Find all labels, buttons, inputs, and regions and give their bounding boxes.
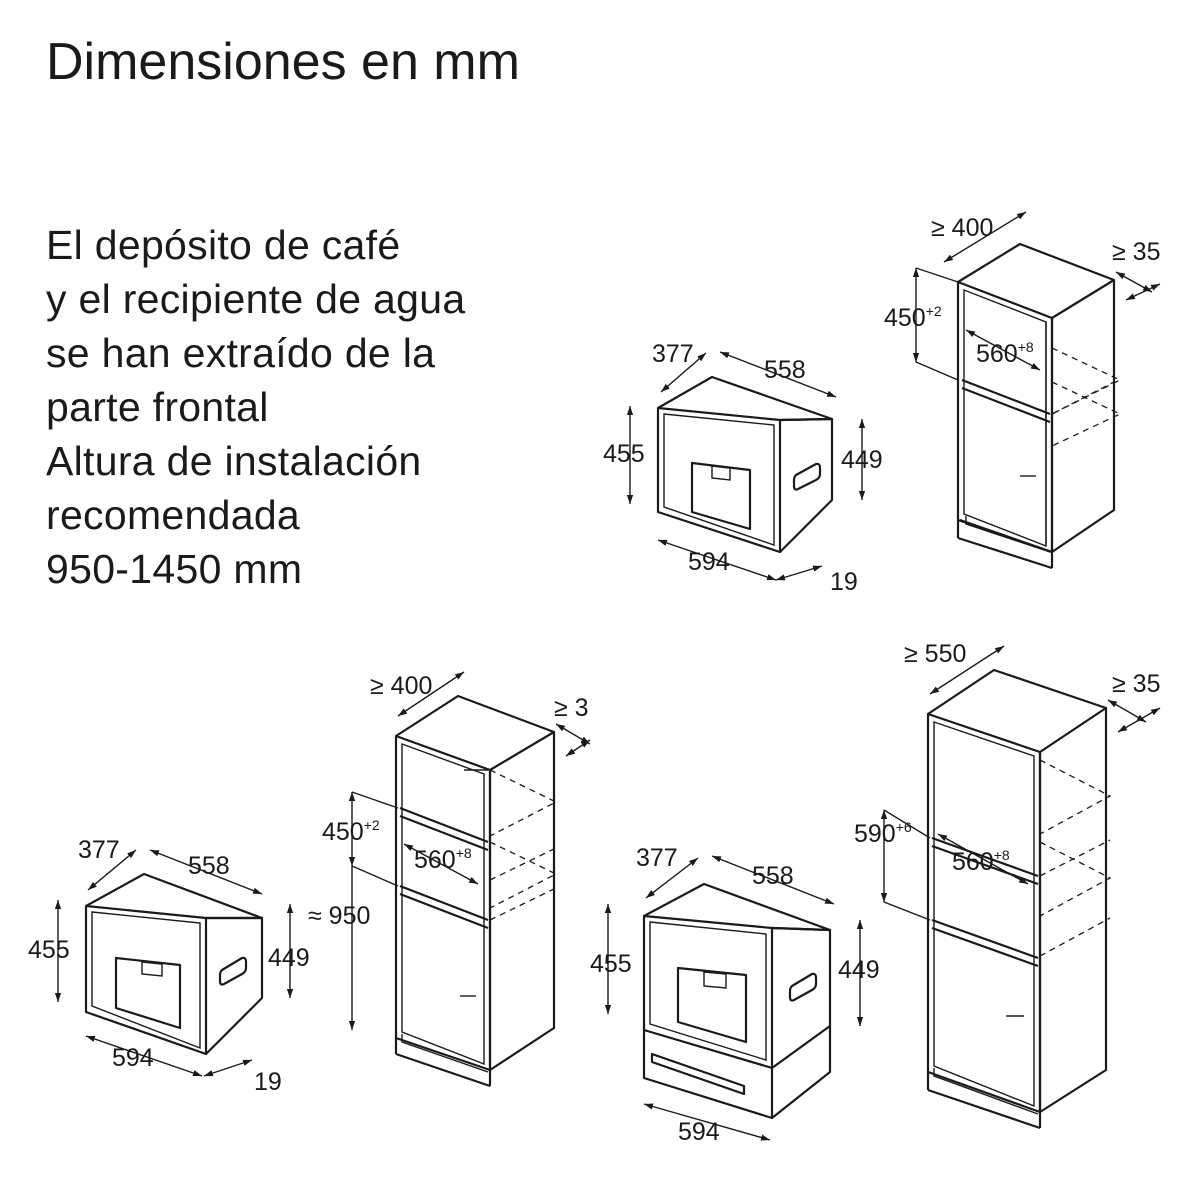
dim-width: 594 [688,548,730,576]
appliance-drawing-bottom-right: 377 558 455 449 594 [590,844,880,1146]
dim-width: 594 [678,1118,720,1146]
dim-height-side: 449 [841,446,883,474]
dim-niche-width: 560+8 [414,845,472,874]
dim-min-width: ≥ 400 [370,672,432,700]
note-line: Altura de instalación [46,438,422,484]
dim-depth: 377 [78,836,120,864]
dim-niche-width-tolerance: +8 [1018,339,1034,355]
dim-niche-width: 560+8 [976,339,1034,368]
note-line: se han extraído de la [46,330,436,376]
dim-niche-height-value: 590 [854,820,896,848]
dim-niche-width-value: 560 [414,846,456,874]
dim-niche-height-value: 450 [322,818,364,846]
dim-niche-width: 560+8 [952,847,1010,876]
cabinet-drawing-bottom-right: ≥ 550 ≥ 35 590+6 560+8 [854,640,1160,1130]
note-line: El depósito de café [46,222,401,268]
dim-niche-height-tolerance: +6 [896,819,912,835]
dim-height: 455 [603,440,645,468]
dim-niche-width-value: 560 [952,848,994,876]
dim-width-top: 558 [752,862,794,890]
dim-panel: 19 [830,568,858,596]
dim-niche-width-tolerance: +8 [994,847,1010,863]
dim-niche-height-value: 450 [884,304,926,332]
dim-height-side: 449 [268,944,310,972]
installation-notes: El depósito de café y el recipiente de a… [46,218,465,596]
dim-min-gap: ≥ 3 [554,694,589,722]
dim-width-top: 558 [764,356,806,384]
dim-depth: 377 [636,844,678,872]
cabinet-drawing-bottom-left: ≥ 400 ≥ 3 450+2 560+8 ≈ 950 [308,671,591,1088]
page-title: Dimensiones en mm [46,33,520,91]
appliance-drawing-bottom-left: 377 558 455 449 594 19 [28,836,310,1096]
dim-width: 594 [112,1044,154,1072]
cabinet-drawing-top: ≥ 400 ≥ 35 450+2 560+8 [884,211,1160,570]
dim-min-width: ≥ 550 [904,640,966,668]
dim-niche-height-tolerance: +2 [926,303,942,319]
dim-min-gap: ≥ 35 [1112,670,1160,698]
dim-niche-height-tolerance: +2 [364,817,380,833]
dim-niche-height: 590+6 [854,819,912,848]
dim-depth: 377 [652,340,694,368]
dim-height: 455 [28,936,70,964]
dim-niche-width-tolerance: +8 [456,845,472,861]
dim-width-top: 558 [188,852,230,880]
dim-niche-width-value: 560 [976,340,1018,368]
dim-niche-height: 450+2 [322,817,380,846]
dim-min-width: ≥ 400 [931,214,993,242]
note-line: y el recipiente de agua [46,276,466,322]
dim-niche-height: 450+2 [884,303,942,332]
dim-min-gap: ≥ 35 [1112,238,1160,266]
dim-height: 455 [590,950,632,978]
note-line: recomendada [46,492,301,538]
dim-height-side: 449 [838,956,880,984]
dim-panel: 19 [254,1068,282,1096]
dim-install-height: ≈ 950 [308,902,370,930]
note-line: 950-1450 mm [46,546,303,592]
appliance-drawing-top: 377 558 455 449 594 19 [603,340,883,596]
note-line: parte frontal [46,384,269,430]
